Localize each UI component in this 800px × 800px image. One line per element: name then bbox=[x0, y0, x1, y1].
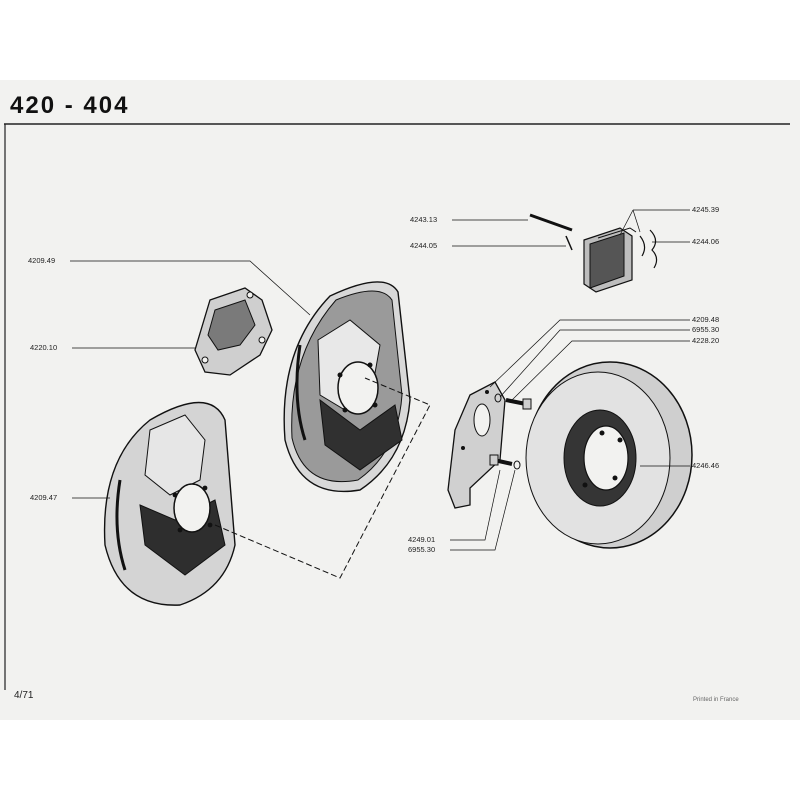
part-label-4243-13: 4243.13 bbox=[410, 215, 437, 224]
brake-disc bbox=[525, 361, 693, 549]
part-label-4209-47: 4209.47 bbox=[30, 493, 57, 502]
bolt-lower bbox=[489, 454, 521, 470]
part-label-6955-30-lower: 6955.30 bbox=[408, 545, 435, 554]
guide-pin bbox=[529, 213, 573, 232]
part-label-4209-48: 4209.48 bbox=[692, 315, 719, 324]
part-label-4209-49: 4209.49 bbox=[28, 256, 55, 265]
part-label-4244-06: 4244.06 bbox=[692, 237, 719, 246]
part-label-4244-05: 4244.05 bbox=[410, 241, 437, 250]
brake-pads bbox=[583, 227, 637, 293]
part-label-6955-30-upper: 6955.30 bbox=[692, 325, 719, 334]
anti-rattle-spring-b bbox=[639, 235, 646, 257]
dust-shield-upper bbox=[283, 281, 411, 493]
part-label-4249-01: 4249.01 bbox=[408, 535, 435, 544]
anti-rattle-spring-a bbox=[649, 229, 658, 269]
part-label-4220-10: 4220.10 bbox=[30, 343, 57, 352]
part-label-4246-46: 4246.46 bbox=[692, 461, 719, 470]
mounting-bracket bbox=[447, 381, 506, 509]
assembly-line bbox=[214, 377, 431, 579]
retaining-clip bbox=[565, 235, 573, 251]
part-label-4245-39: 4245.39 bbox=[692, 205, 719, 214]
caliper-bracket bbox=[194, 287, 273, 376]
printed-note: Printed in France bbox=[693, 697, 739, 703]
leader-lines bbox=[70, 209, 690, 551]
page-title: 420 - 404 bbox=[10, 92, 130, 119]
part-label-4228-20: 4228.20 bbox=[692, 336, 719, 345]
dust-shield-lower bbox=[103, 401, 236, 606]
page-number: 4/71 bbox=[14, 690, 34, 701]
bolt-upper bbox=[494, 393, 532, 410]
